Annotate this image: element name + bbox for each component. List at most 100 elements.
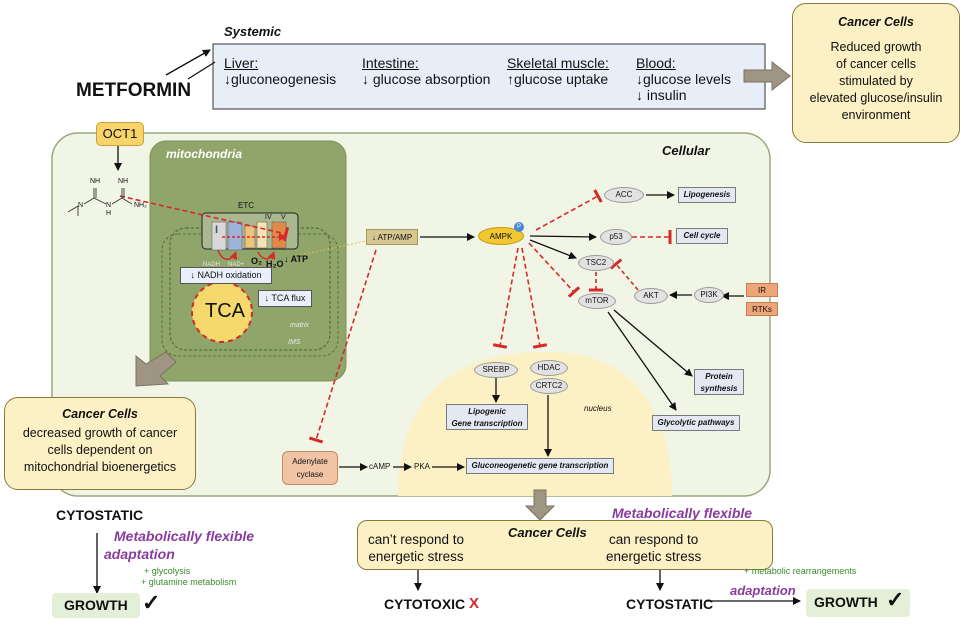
pka-label: PKA	[414, 462, 431, 471]
intestine-label: Intestine:	[362, 55, 419, 71]
inhibit-ampk-hdac	[521, 247, 548, 349]
inner-membrane	[169, 227, 331, 351]
organ-liver: Liver: ↓gluconeogenesis	[224, 55, 336, 87]
cyclase-label: cyclase	[296, 470, 324, 479]
note-glutamine: + glutamine metabolism	[141, 577, 237, 587]
cell-cycle-box: Cell cycle	[676, 228, 728, 244]
cancer-top-line: elevated glucose/insulin	[809, 91, 943, 105]
atp-amp-box: ↓ ATP/AMP	[366, 229, 418, 245]
ir-box: IR	[746, 283, 778, 297]
growth-right: GROWTH	[814, 594, 878, 610]
cancer-top-line: environment	[841, 108, 911, 122]
gluconeogenetic-box: Gluconeogenetic gene transcription	[466, 458, 614, 474]
arrow-mtor-glycolytic	[607, 311, 677, 411]
block-arrow-mito	[135, 351, 177, 387]
nucleus-label: nucleus	[584, 404, 612, 413]
organ-muscle: Skeletal muscle: ↑glucose uptake	[507, 55, 609, 87]
flex-left: Metabolically flexible	[114, 528, 255, 544]
nadh-oxidation-box: ↓ NADH oxidation	[180, 267, 272, 284]
block-arrow-systemic	[743, 60, 791, 92]
cancer-cells-top-box: Cancer Cells Reduced growth of cancer ce…	[792, 3, 960, 143]
lipogenesis-box: Lipogenesis	[678, 187, 736, 203]
inhibit-ampk-mtor	[528, 242, 581, 298]
cancer-top-title: Cancer Cells	[838, 15, 914, 29]
nad-label: NAD+	[228, 262, 245, 268]
growth-left: GROWTH	[64, 597, 128, 613]
cancer-mid-title: Cancer Cells	[508, 525, 587, 540]
phospho-badge: P	[514, 222, 524, 232]
mol-nh-right: NH	[118, 178, 129, 185]
hdac-node: HDAC	[530, 360, 568, 376]
arrow-metformin-systemic	[187, 61, 216, 80]
o2-label: O₂	[251, 256, 262, 266]
h2o-label: H₂O	[266, 259, 284, 269]
adaptation-right: adaptation	[730, 583, 796, 598]
oct1-box: OCT1	[96, 122, 144, 146]
cancer-cells-bottom-box: Cancer Cells can’t respond to energetic …	[357, 520, 773, 570]
cancer-left-line: mitochondrial bioenergetics	[23, 460, 177, 474]
ampk-node: AMPK	[478, 227, 524, 245]
adenylate-label: Adenylate	[292, 457, 328, 466]
energetic-stress-left: energetic stress	[368, 549, 464, 564]
inhibit-ampk-srebp	[492, 247, 519, 349]
cancer-mid-right: can respond to energetic stress	[606, 531, 701, 565]
note-metabolic: + metabolic rearrangements	[744, 566, 857, 576]
metformin-molecule	[67, 188, 133, 216]
cytostatic-mid: CYTOSTATIC	[626, 596, 714, 612]
cancer-top-line: of cancer cells	[836, 57, 916, 71]
blood-label: Blood:	[636, 55, 676, 71]
complex-v-shape	[271, 221, 287, 249]
mol-nh2: NH₂	[134, 202, 147, 209]
protein-synthesis-box: Protein synthesis	[694, 369, 744, 395]
cellular-label: Cellular	[662, 143, 710, 158]
inhibit-akt-tsc2	[609, 258, 639, 291]
mitochondria-shape	[149, 140, 347, 382]
systemic-box	[212, 43, 766, 110]
glycolytic-box: Glycolytic pathways	[652, 415, 740, 431]
acc-node: ACC	[604, 187, 644, 203]
tsc2-node: TSC2	[578, 255, 614, 271]
cancer-mid-left: can’t respond to energetic stress	[368, 531, 464, 565]
tca-cycle	[192, 282, 252, 342]
srebp-node: SREBP	[474, 362, 518, 378]
organ-blood: Blood: ↓glucose levels ↓ insulin	[636, 55, 731, 103]
mito-title: mitochondria	[166, 147, 243, 161]
etc-label: ETC	[238, 201, 254, 210]
cancer-left-line: decreased growth of cancer	[22, 426, 178, 440]
systemic-title: Systemic	[224, 24, 282, 39]
tca-label: TCA	[205, 300, 245, 322]
cancer-top-line: stimulated by	[839, 74, 913, 88]
cytotoxic-x: X	[469, 595, 480, 612]
complex-ii-shape	[227, 221, 243, 251]
rtks-box: RTKs	[746, 302, 778, 316]
ims-label: IMS	[288, 339, 301, 346]
lipogenic-label: Lipogenic	[468, 407, 506, 416]
mtor-node: mTOR	[578, 293, 616, 309]
complex-i-label: I	[215, 224, 219, 236]
atp-label: ↓ ATP	[284, 254, 308, 264]
blood-effect: ↓glucose levels	[636, 71, 731, 87]
camp-label: cAMP	[369, 462, 391, 471]
lipogenic-label2: Gene transcription	[451, 419, 523, 428]
akt-node: AKT	[634, 288, 668, 304]
organ-intestine: Intestine: ↓ glucose absorption	[362, 55, 490, 87]
nadh-label: NADH	[203, 262, 221, 268]
protein-label: Protein	[705, 372, 733, 381]
cancer-cells-left-box: Cancer Cells decreased growth of cancer …	[4, 397, 196, 490]
intestine-effect: ↓ glucose absorption	[362, 71, 491, 87]
cancer-left-title: Cancer Cells	[62, 407, 138, 421]
energetic-stress-right: energetic stress	[606, 549, 702, 564]
complex-v-label: V	[281, 214, 286, 221]
arrow-to-systemic	[165, 49, 211, 76]
complex-iv-shape	[256, 221, 268, 249]
tca-flux-ring	[191, 281, 253, 343]
mol-n-mid: N	[106, 202, 112, 209]
nadh-arrow	[217, 249, 238, 260]
adenylate-cyclase-box: Adenylate cyclase	[282, 451, 338, 485]
arrow-ampk-p53	[529, 232, 597, 241]
tca-flux-box: ↓ TCA flux	[258, 290, 312, 307]
atp-link	[299, 240, 367, 256]
check-left: ✓	[142, 590, 161, 615]
blood-effect2: ↓ insulin	[636, 87, 687, 103]
growth-box-left	[52, 593, 140, 618]
